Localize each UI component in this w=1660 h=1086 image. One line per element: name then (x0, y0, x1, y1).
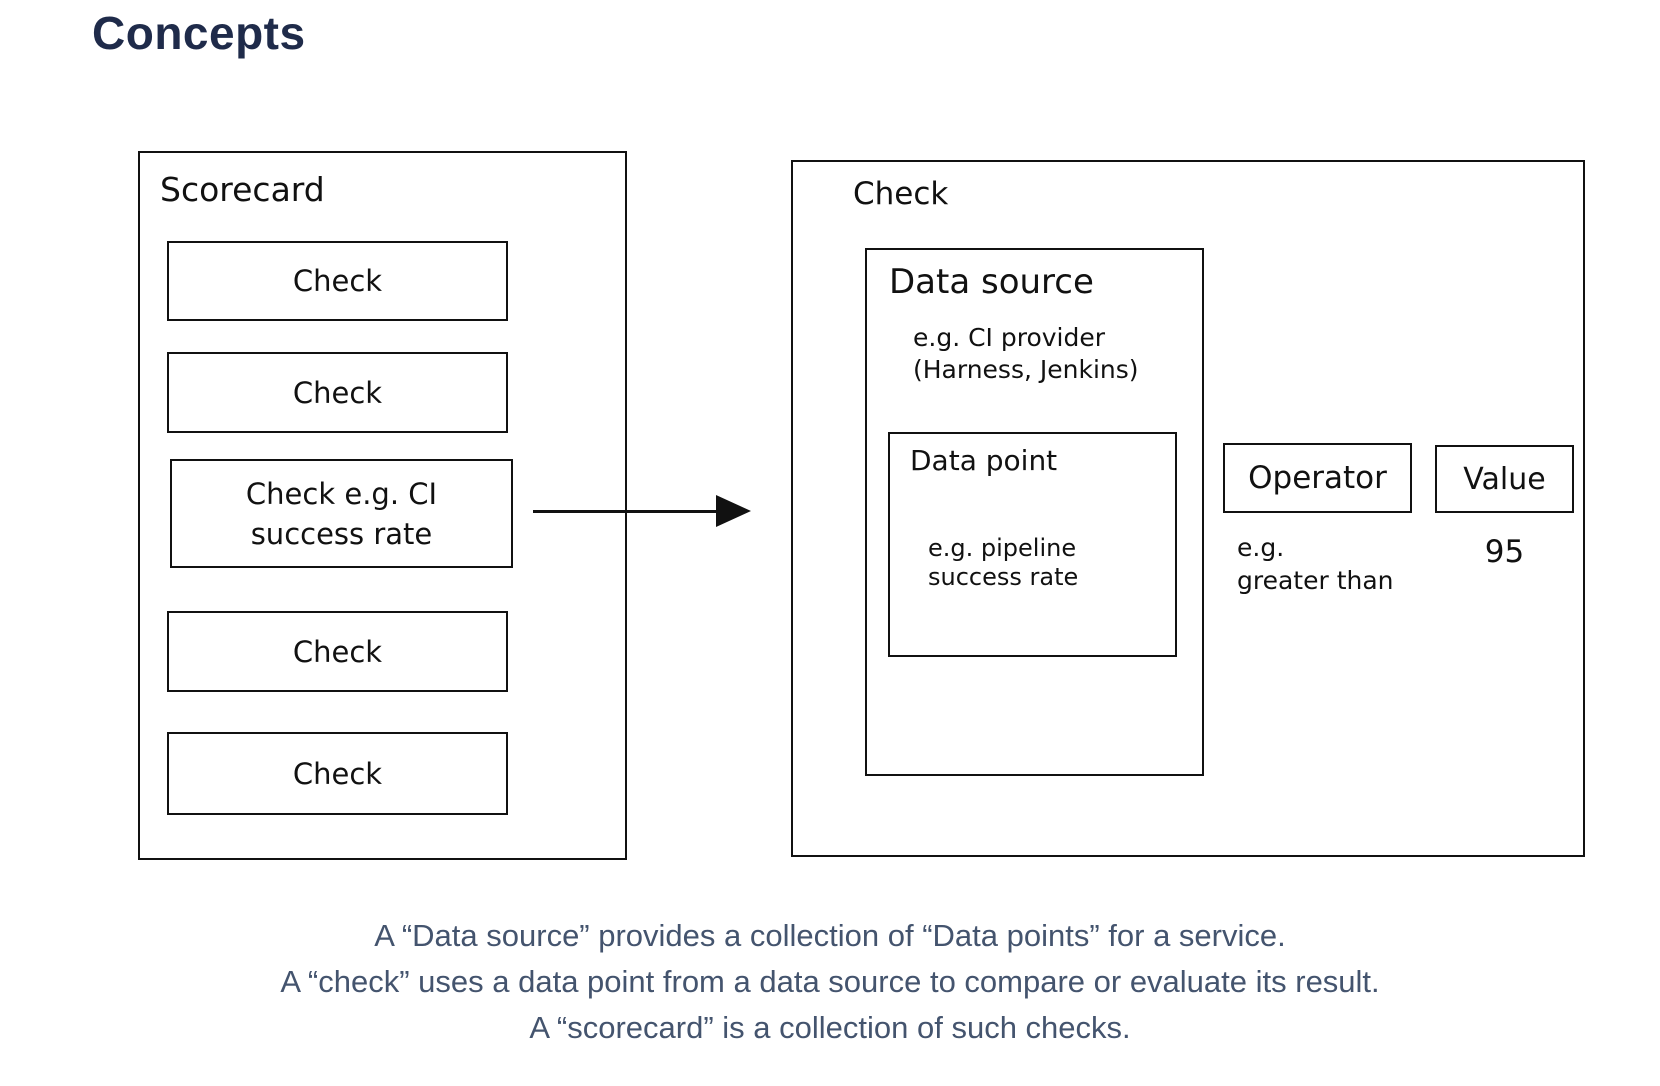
scorecard-check-4-label: Check (292, 634, 383, 669)
caption-line-3: A “scorecard” is a collection of such ch… (529, 1010, 1131, 1045)
scorecard-check-1-label: Check (292, 264, 383, 298)
page-title: Concepts (92, 7, 306, 59)
data-point-box (888, 432, 1177, 657)
operator-label: Operator (1248, 460, 1387, 496)
scorecard-check-5: Check (167, 732, 508, 815)
data-source-label: Data source (889, 262, 1094, 302)
caption-line-1: A “Data source” provides a collection of… (374, 918, 1286, 953)
scorecard-check-3-label: Check e.g. CI success rate (245, 476, 438, 551)
value-example: 95 (1484, 534, 1525, 570)
scorecard-check-4: Check (167, 611, 508, 692)
scorecard-check-2-label: Check (292, 375, 383, 410)
scorecard-check-1: Check (167, 241, 508, 321)
value-box: Value (1435, 445, 1574, 513)
value-label: Value (1463, 461, 1546, 497)
data-source-example: e.g. CI provider (Harness, Jenkins) (913, 323, 1139, 384)
scorecard-label: Scorecard (160, 170, 325, 209)
operator-example: e.g. greater than (1237, 533, 1394, 595)
data-point-label: Data point (910, 444, 1058, 477)
caption-line-2: A “check” uses a data point from a data … (280, 964, 1380, 999)
scorecard-check-2: Check (167, 352, 508, 433)
scorecard-check-5-label: Check (292, 756, 383, 791)
operator-box: Operator (1223, 443, 1412, 513)
data-point-example: e.g. pipeline success rate (928, 534, 1079, 591)
arrow-line (533, 510, 721, 513)
check-panel-label: Check (853, 176, 949, 212)
arrow-head-icon (716, 495, 751, 527)
scorecard-check-3: Check e.g. CI success rate (170, 459, 513, 568)
